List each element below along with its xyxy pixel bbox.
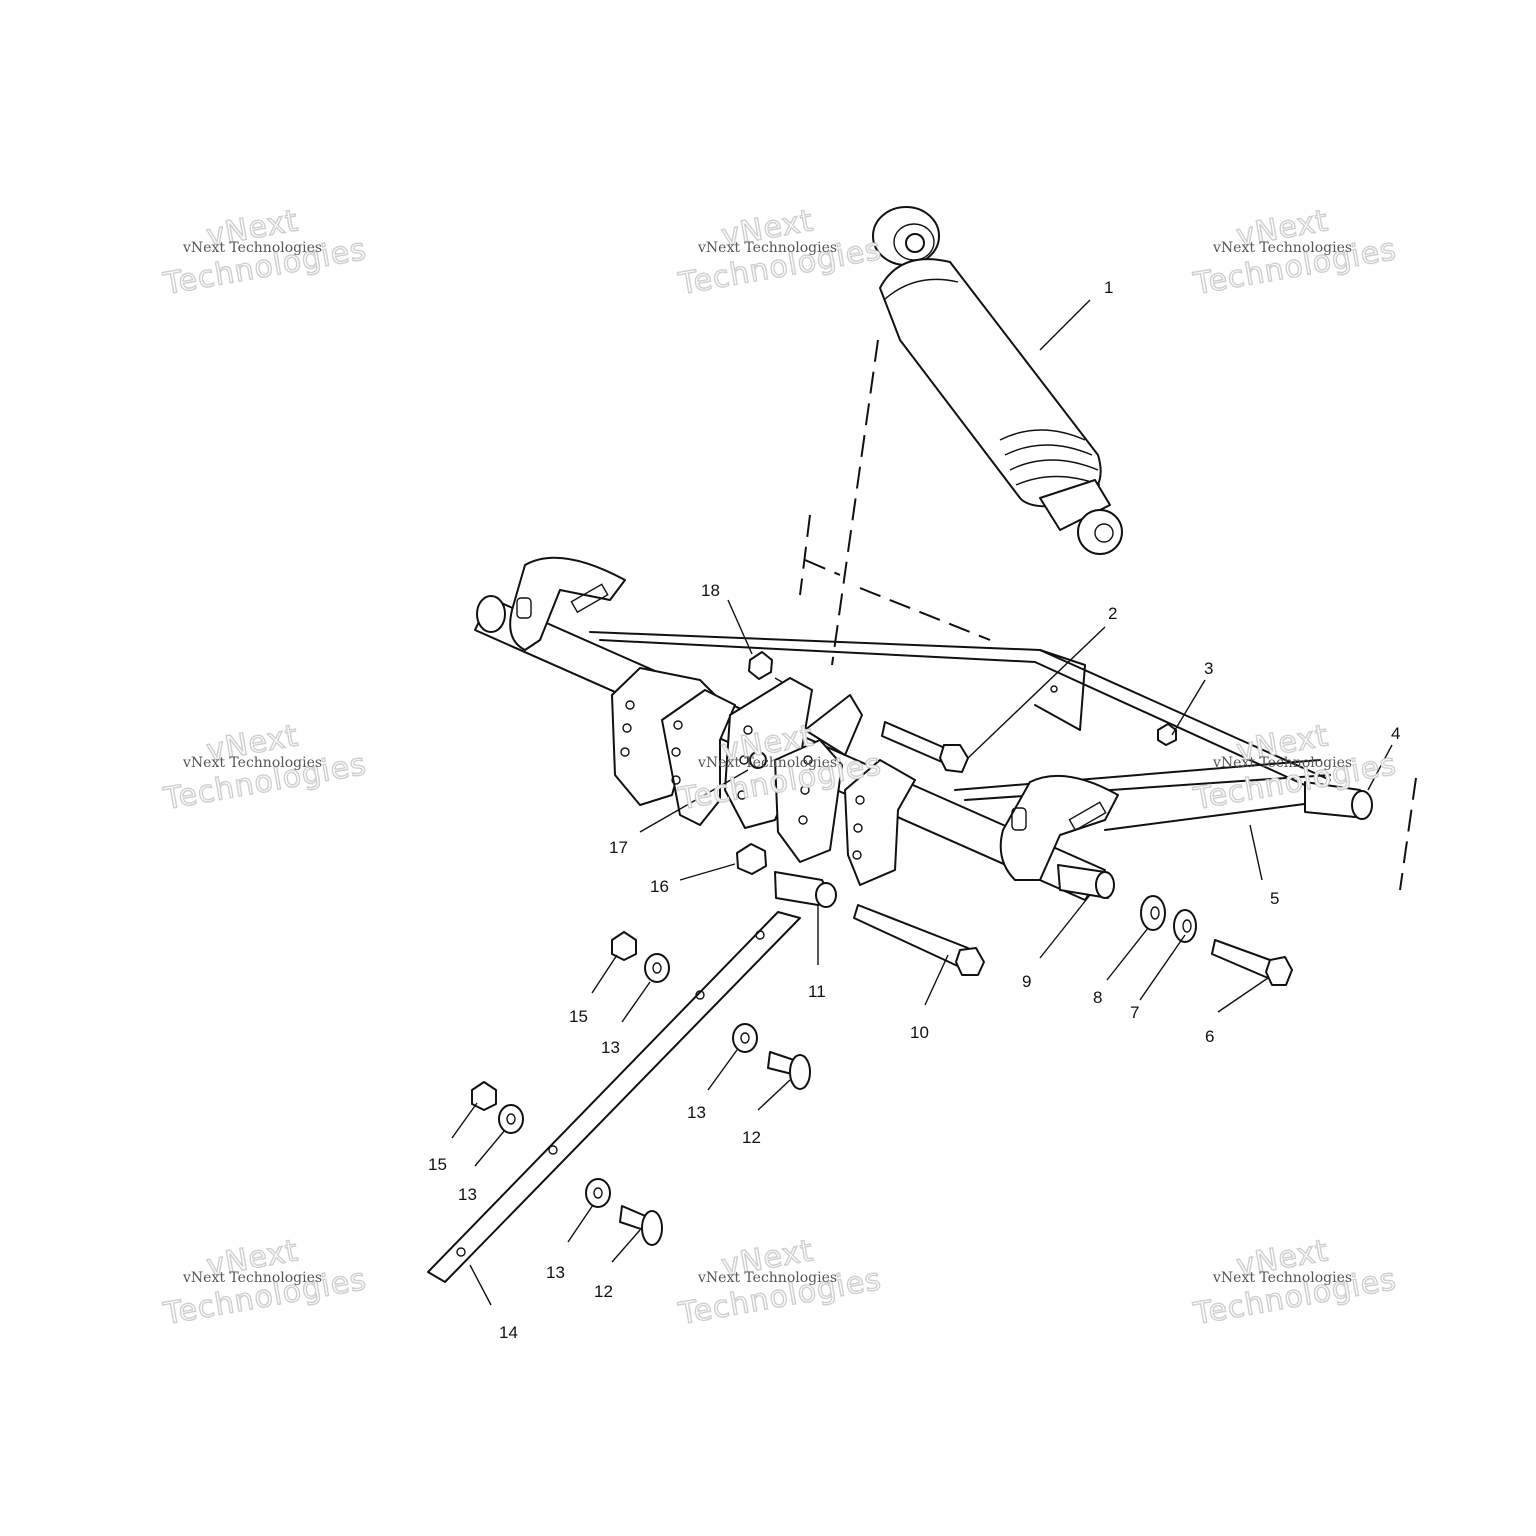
callout-2: 2 (1108, 604, 1117, 623)
callout-13-lower: 13 (546, 1263, 565, 1282)
watermark-line: vNext Technologies (1212, 755, 1352, 771)
callout-16: 16 (650, 877, 669, 896)
callout-3: 3 (1204, 659, 1213, 678)
watermark-line: vNext Technologies (1212, 240, 1352, 256)
watermark-top-left: vNext Technologies vNext Technologies (160, 203, 370, 303)
watermark-bottom-right: vNext Technologies vNext Technologies (1190, 1233, 1400, 1333)
watermark-top-center: vNext Technologies vNext Technologies (675, 203, 885, 303)
watermark-line: vNext Technologies (1212, 1270, 1352, 1286)
watermark-word: vNext (1234, 1233, 1331, 1284)
watermark-line: vNext Technologies (697, 1270, 837, 1286)
callout-11: 11 (808, 982, 826, 1001)
callout-4: 4 (1391, 724, 1400, 743)
watermark-line: vNext Technologies (697, 755, 837, 771)
watermark-line: vNext Technologies (182, 240, 322, 256)
assembly-centerlines (774, 339, 1417, 891)
hardware (427, 651, 1293, 1283)
leader-lines (451, 299, 1393, 1306)
callout-17: 17 (609, 838, 628, 857)
callout-18: 18 (701, 581, 720, 600)
callout-13-left: 13 (458, 1185, 477, 1204)
callout-13: 13 (601, 1038, 620, 1057)
callout-15: 15 (569, 1007, 588, 1026)
shock-absorber (872, 206, 1123, 555)
callout-6: 6 (1205, 1027, 1214, 1046)
callout-1: 1 (1104, 278, 1113, 297)
watermark-bottom-left: vNext Technologies vNext Technologies (160, 1233, 370, 1333)
watermark-top-right: vNext Technologies vNext Technologies (1190, 203, 1400, 303)
callout-14: 14 (499, 1323, 518, 1342)
callout-12-lower: 12 (594, 1282, 613, 1301)
watermark-line: vNext Technologies (182, 755, 322, 771)
watermark-line: vNext Technologies (182, 1270, 322, 1286)
callout-7: 7 (1130, 1003, 1139, 1022)
callout-12: 12 (742, 1128, 761, 1147)
callout-9: 9 (1022, 972, 1031, 991)
callout-8: 8 (1093, 988, 1102, 1007)
callout-10: 10 (910, 1023, 929, 1042)
callout-15-lower: 15 (428, 1155, 447, 1174)
watermark-bottom-center: vNext Technologies vNext Technologies (675, 1233, 885, 1333)
mounting-plates (611, 667, 916, 886)
callout-13-mid: 13 (687, 1103, 706, 1122)
watermark-word: vNext (719, 718, 816, 769)
watermarks: vNext Technologies vNext Technologies vN… (160, 203, 1400, 1333)
callout-5: 5 (1270, 889, 1279, 908)
watermark-middle-left: vNext Technologies vNext Technologies (160, 718, 370, 818)
callout-labels: 1 2 3 4 5 6 7 8 9 10 11 12 13 14 15 16 1… (428, 278, 1400, 1342)
watermark-line: vNext Technologies (697, 240, 837, 256)
